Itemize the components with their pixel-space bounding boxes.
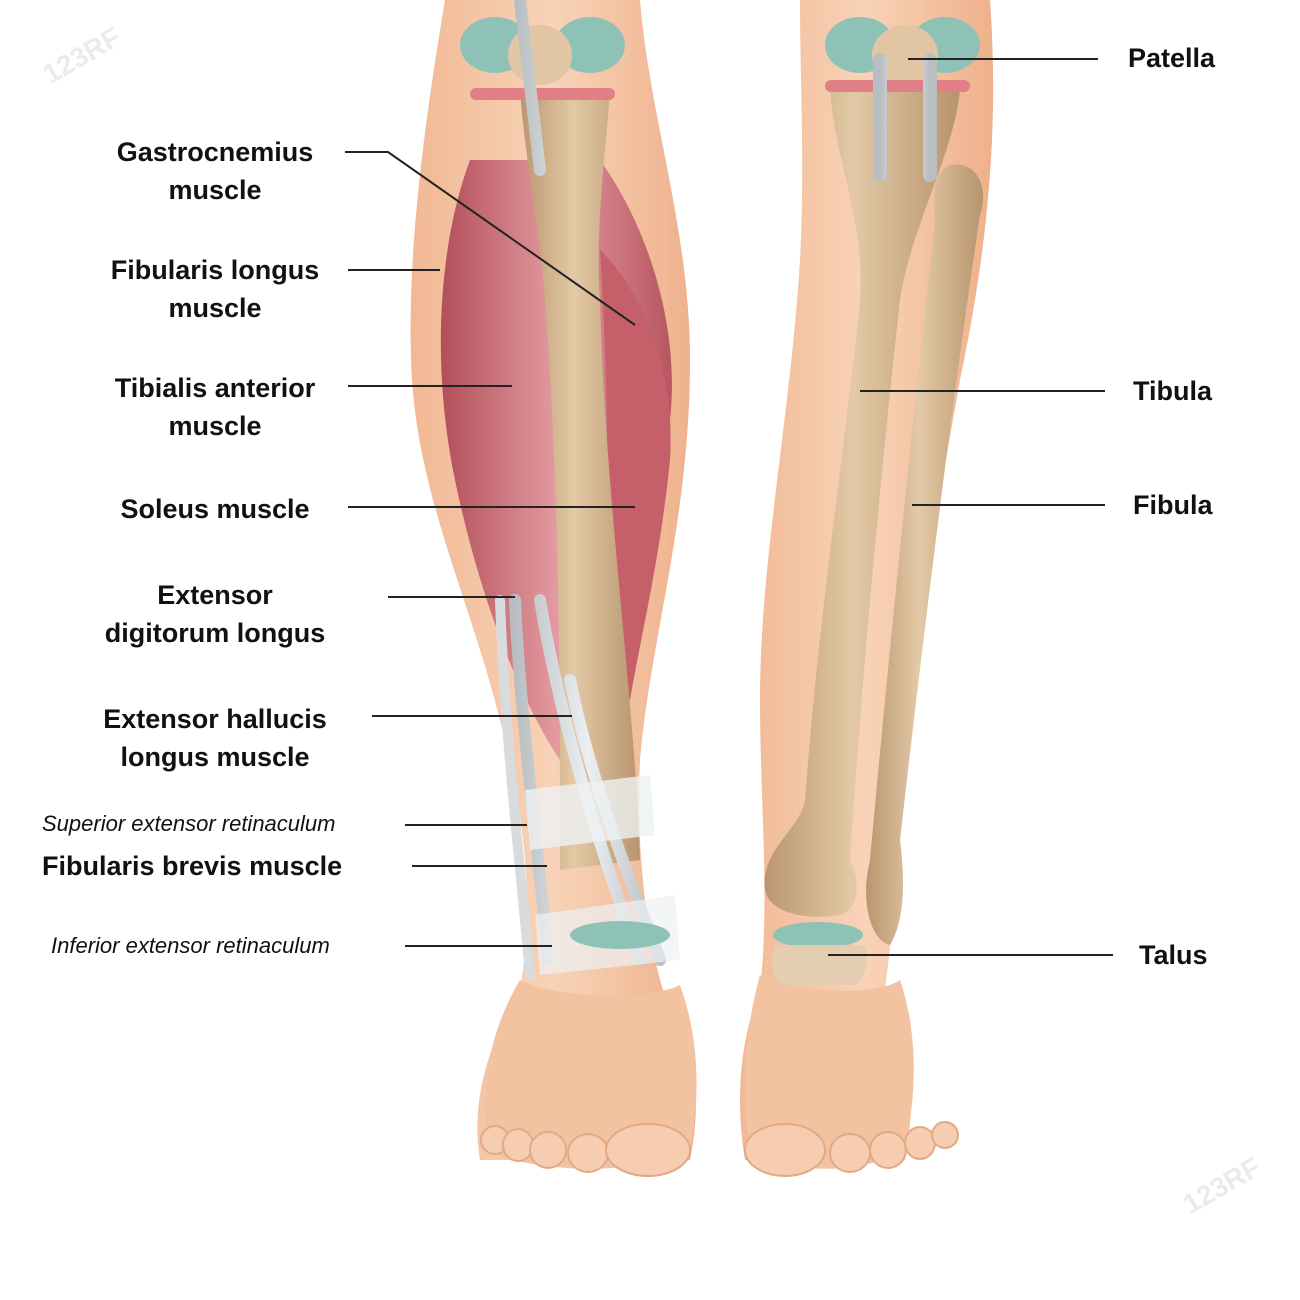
- leader-lines: [345, 58, 1113, 956]
- left-talus: [570, 921, 670, 949]
- left-tendons-lateral: [495, 595, 535, 980]
- label-gastrocnemius: Gastrocnemius muscle: [116, 137, 314, 205]
- right-fibula: [866, 164, 984, 945]
- left-patella: [508, 25, 572, 85]
- right-tibia: [764, 90, 960, 917]
- label-extensor-hallucis: Extensor hallucis longus muscle: [103, 704, 327, 772]
- leader-gastrocnemius: [345, 151, 636, 326]
- left-leg: [410, 0, 697, 1177]
- label-tibula: Tibula: [1133, 376, 1213, 406]
- right-patellar-tendon: [873, 53, 937, 182]
- label-extensor-digitorum: Extensor digitorum longus: [104, 580, 326, 648]
- left-toes: [480, 1123, 691, 1177]
- right-meniscus: [825, 80, 970, 92]
- label-fibularis-brevis: Fibularis brevis muscle: [42, 851, 343, 881]
- label-soleus: Soleus muscle: [120, 494, 310, 524]
- left-foot: [485, 980, 697, 1169]
- right-foot: [744, 975, 914, 1169]
- right-talus: [773, 922, 863, 948]
- right-leg: [740, 0, 994, 1177]
- left-meniscus: [470, 88, 615, 100]
- label-talus: Talus: [1139, 940, 1208, 970]
- right-toes: [744, 1121, 959, 1177]
- left-knee-cartilage-r: [555, 17, 625, 73]
- label-inferior-retinaculum: Inferior extensor retinaculum: [51, 933, 330, 958]
- left-tibia: [520, 90, 640, 870]
- label-fibularis-longus: Fibularis longus muscle: [110, 255, 320, 323]
- right-patella: [872, 25, 938, 85]
- superior-retinaculum-band: [525, 775, 655, 850]
- right-talus-bone: [772, 945, 867, 985]
- label-fibula: Fibula: [1133, 490, 1213, 520]
- label-superior-retinaculum: Superior extensor retinaculum: [42, 811, 336, 836]
- label-tibialis-anterior: Tibialis anterior muscle: [114, 373, 316, 441]
- label-patella: Patella: [1128, 43, 1216, 73]
